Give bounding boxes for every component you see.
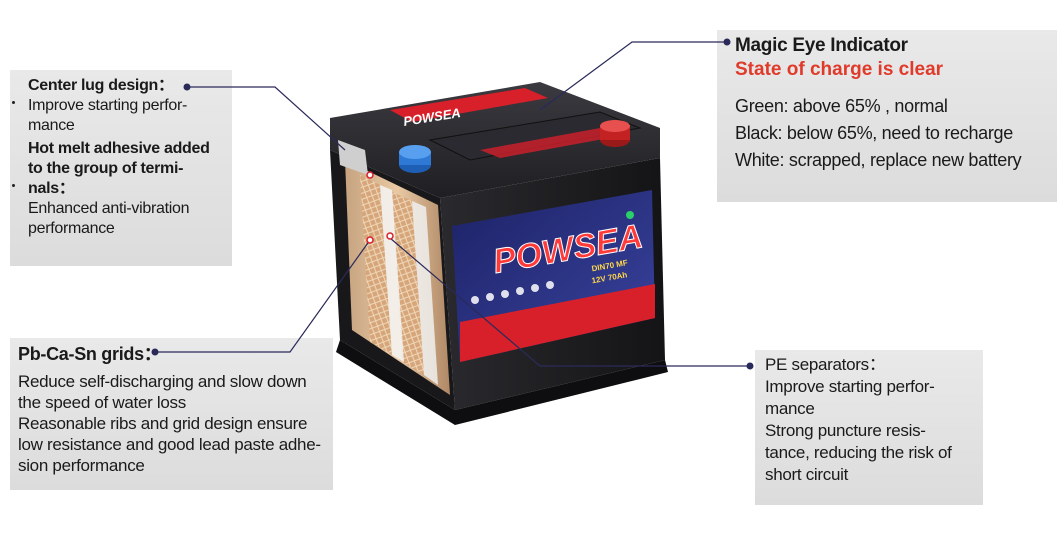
hot-melt-title-1: Hot melt adhesive added xyxy=(28,140,210,157)
battery-base xyxy=(336,340,668,425)
pe-line-1: Improve starting perfor- xyxy=(765,377,935,396)
callout-center-lug: Center lug design： Improve starting perf… xyxy=(10,70,232,266)
grids-line-5: sion performance xyxy=(18,456,145,475)
hot-melt-line-2: performance xyxy=(28,220,115,237)
leader-center-lug xyxy=(187,86,346,151)
callout-grids: Pb-Ca-Sn grids： Reduce self-discharging … xyxy=(10,338,333,490)
pe-line-2: mance xyxy=(765,399,815,418)
magic-eye-white: White: scrapped, replace new battery xyxy=(735,150,1022,170)
magic-eye-subtitle: State of charge is clear xyxy=(735,59,944,80)
leader-dot-center-lug xyxy=(183,83,191,91)
grids-line-2: the speed of water loss xyxy=(18,393,186,412)
hot-melt-title-3: nals： xyxy=(28,180,75,197)
grids-title: Pb-Ca-Sn grids： xyxy=(18,344,162,364)
leader-dot-pe xyxy=(746,362,754,370)
leader-grids xyxy=(155,239,371,353)
grids-line-3: Reasonable ribs and grid design ensure xyxy=(18,414,308,433)
hot-melt-line-1: Enhanced anti-vibration xyxy=(28,200,190,217)
center-lug-line-2: mance xyxy=(28,117,75,134)
pe-line-3: Strong puncture resis- xyxy=(765,421,926,440)
leader-magic-eye xyxy=(539,41,727,111)
bullet-dot-2 xyxy=(12,184,15,187)
callout-pe-separators: PE separators： Improve starting perfor- … xyxy=(755,350,983,505)
magic-eye-green: Green: above 65% , normal xyxy=(735,96,948,116)
leader-pe xyxy=(389,237,750,367)
callout-magic-eye: Magic Eye Indicator State of charge is c… xyxy=(717,30,1057,202)
magic-eye-title: Magic Eye Indicator xyxy=(735,35,908,56)
leader-dot-magic-eye xyxy=(723,38,731,46)
pe-line-5: short circuit xyxy=(765,465,849,484)
battery-top-label xyxy=(390,88,548,122)
battery-top-cover xyxy=(428,111,642,161)
pe-line-4: tance, reducing the risk of xyxy=(765,443,952,462)
magic-eye-black: Black: below 65%, need to recharge xyxy=(735,123,1013,143)
center-lug-title: Center lug design： xyxy=(28,77,174,94)
leader-dot-grids xyxy=(151,348,159,356)
hot-melt-title-2: to the group of termi- xyxy=(28,160,184,177)
pe-title: PE separators： xyxy=(765,355,886,374)
center-lug-line-1: Improve starting perfor- xyxy=(28,97,188,114)
grids-line-4: low resistance and good lead paste adhe- xyxy=(18,435,321,454)
bullet-dot-1 xyxy=(12,101,15,104)
grids-line-1: Reduce self-discharging and slow down xyxy=(18,372,307,391)
